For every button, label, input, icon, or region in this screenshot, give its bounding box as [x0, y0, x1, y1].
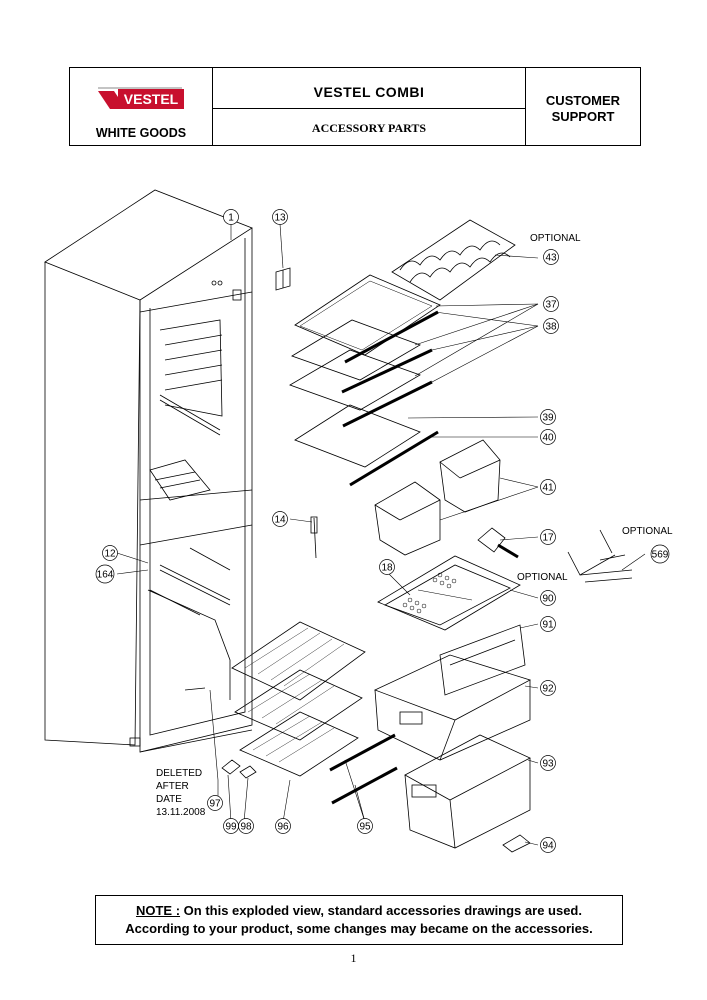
- part-37-shelves: [289, 274, 441, 428]
- callout-circle-18: [379, 559, 395, 575]
- callout-number-93: 93: [542, 759, 554, 770]
- fridge-cabinet: [44, 189, 253, 753]
- callout-circle-91: [540, 616, 556, 632]
- callout-number-18: 18: [381, 563, 393, 574]
- optional-label-43: OPTIONAL: [530, 233, 581, 244]
- part-97-99-clips: [221, 759, 257, 779]
- callout-circle-164: [95, 564, 115, 584]
- division-label: WHITE GOODS: [95, 126, 187, 140]
- callout-circle-37: [543, 296, 559, 312]
- callout-number-37: 37: [545, 300, 557, 311]
- callout-number-96: 96: [277, 822, 289, 833]
- callout-number-43: 43: [545, 253, 557, 264]
- part-569-rack: [567, 529, 633, 583]
- callout-circle-14: [272, 511, 288, 527]
- model-title: VESTEL COMBI: [313, 84, 425, 100]
- callout-texts: 1 13 43 37 38 39 40 41 14 17 569 12 164 18 90 91 92 93 94 9…: [97, 213, 669, 852]
- accessory-note: NOTE : On this exploded view, standard a…: [95, 895, 623, 945]
- callout-circle-1: [223, 209, 239, 225]
- support-line2: SUPPORT: [551, 109, 615, 124]
- callout-circle-94: [540, 837, 556, 853]
- note-prefix: NOTE :: [135, 903, 181, 918]
- callout-number-41: 41: [542, 483, 554, 494]
- support-label: CUSTOMER SUPPORT: [526, 93, 640, 125]
- part-93-drawer: [404, 734, 531, 849]
- callout-circle-95: [357, 818, 373, 834]
- callout-circle-41: [540, 479, 556, 495]
- support-cell: CUSTOMER SUPPORT: [526, 68, 640, 145]
- deleted-note-line2: AFTER: [156, 781, 189, 792]
- callout-number-569: 569: [652, 550, 669, 561]
- support-line1: CUSTOMER: [545, 93, 621, 108]
- callout-circle-12: [102, 545, 118, 561]
- subtitle: ACCESSORY PARTS: [311, 121, 427, 135]
- callouts: [95, 209, 670, 853]
- part-14-probe: [310, 516, 318, 559]
- deleted-note-line1: DELETED: [156, 768, 202, 779]
- callout-number-95: 95: [359, 822, 371, 833]
- callout-number-38: 38: [545, 322, 557, 333]
- title-block: VESTEL WHITE GOODS VESTEL COMBI ACCESSOR…: [69, 67, 641, 146]
- callout-number-90: 90: [542, 594, 554, 605]
- deleted-note-line3: DATE: [156, 794, 182, 805]
- callout-circle-38: [543, 318, 559, 334]
- callout-circle-17: [540, 529, 556, 545]
- optional-label-90: OPTIONAL: [517, 572, 568, 583]
- callout-number-14: 14: [274, 515, 286, 526]
- callout-circle-98: [238, 818, 254, 834]
- part-41-door-bins: [374, 439, 501, 556]
- title-cell: VESTEL COMBI ACCESSORY PARTS: [213, 68, 526, 145]
- callout-circle-92: [540, 680, 556, 696]
- brand-name: VESTEL: [124, 91, 179, 107]
- part-43-bottle-rack: [391, 219, 516, 301]
- callout-number-12: 12: [104, 549, 116, 560]
- vestel-logo: VESTEL: [98, 87, 184, 109]
- part-95-rails: [329, 733, 398, 805]
- callout-number-98: 98: [240, 822, 252, 833]
- callout-circle-93: [540, 755, 556, 771]
- note-line1: On this exploded view, standard accessor…: [180, 903, 582, 918]
- callout-circle-39: [540, 409, 556, 425]
- part-94-plate: [502, 834, 531, 853]
- callout-circle-43: [543, 249, 559, 265]
- part-18-ice-tray: [377, 555, 521, 631]
- part-91-flap: [439, 624, 526, 696]
- page-number: 1: [350, 951, 357, 965]
- callout-number-40: 40: [542, 433, 554, 444]
- callout-circle-90: [540, 590, 556, 606]
- deleted-note-line4: 13.11.2008: [156, 807, 206, 818]
- part-92-drawer: [373, 654, 532, 761]
- note-line2: According to your product, some changes …: [125, 921, 593, 936]
- callout-circle-40: [540, 429, 556, 445]
- part-39-glass-plate: [294, 404, 439, 487]
- title-divider: [213, 108, 525, 109]
- callout-circle-96: [275, 818, 291, 834]
- callout-number-1: 1: [228, 213, 234, 224]
- callout-number-13: 13: [274, 213, 286, 224]
- part-13-holder: [275, 267, 291, 291]
- callout-number-91: 91: [542, 620, 554, 631]
- leader-lines: [116, 223, 646, 846]
- callout-number-17: 17: [542, 533, 554, 544]
- brand-cell: VESTEL WHITE GOODS: [70, 68, 213, 145]
- part-96-wire-shelves: [231, 621, 366, 777]
- callout-number-99: 99: [225, 822, 237, 833]
- callout-number-164: 164: [97, 570, 114, 581]
- callout-number-39: 39: [542, 413, 554, 424]
- callout-circle-569: [650, 544, 670, 564]
- part-17-scraper: [477, 527, 519, 559]
- optional-label-569: OPTIONAL: [622, 526, 673, 537]
- callout-circle-97: [207, 795, 223, 811]
- callout-number-97: 97: [209, 799, 221, 810]
- callout-circle-13: [272, 209, 288, 225]
- callout-number-94: 94: [542, 841, 554, 852]
- callout-number-92: 92: [542, 684, 554, 695]
